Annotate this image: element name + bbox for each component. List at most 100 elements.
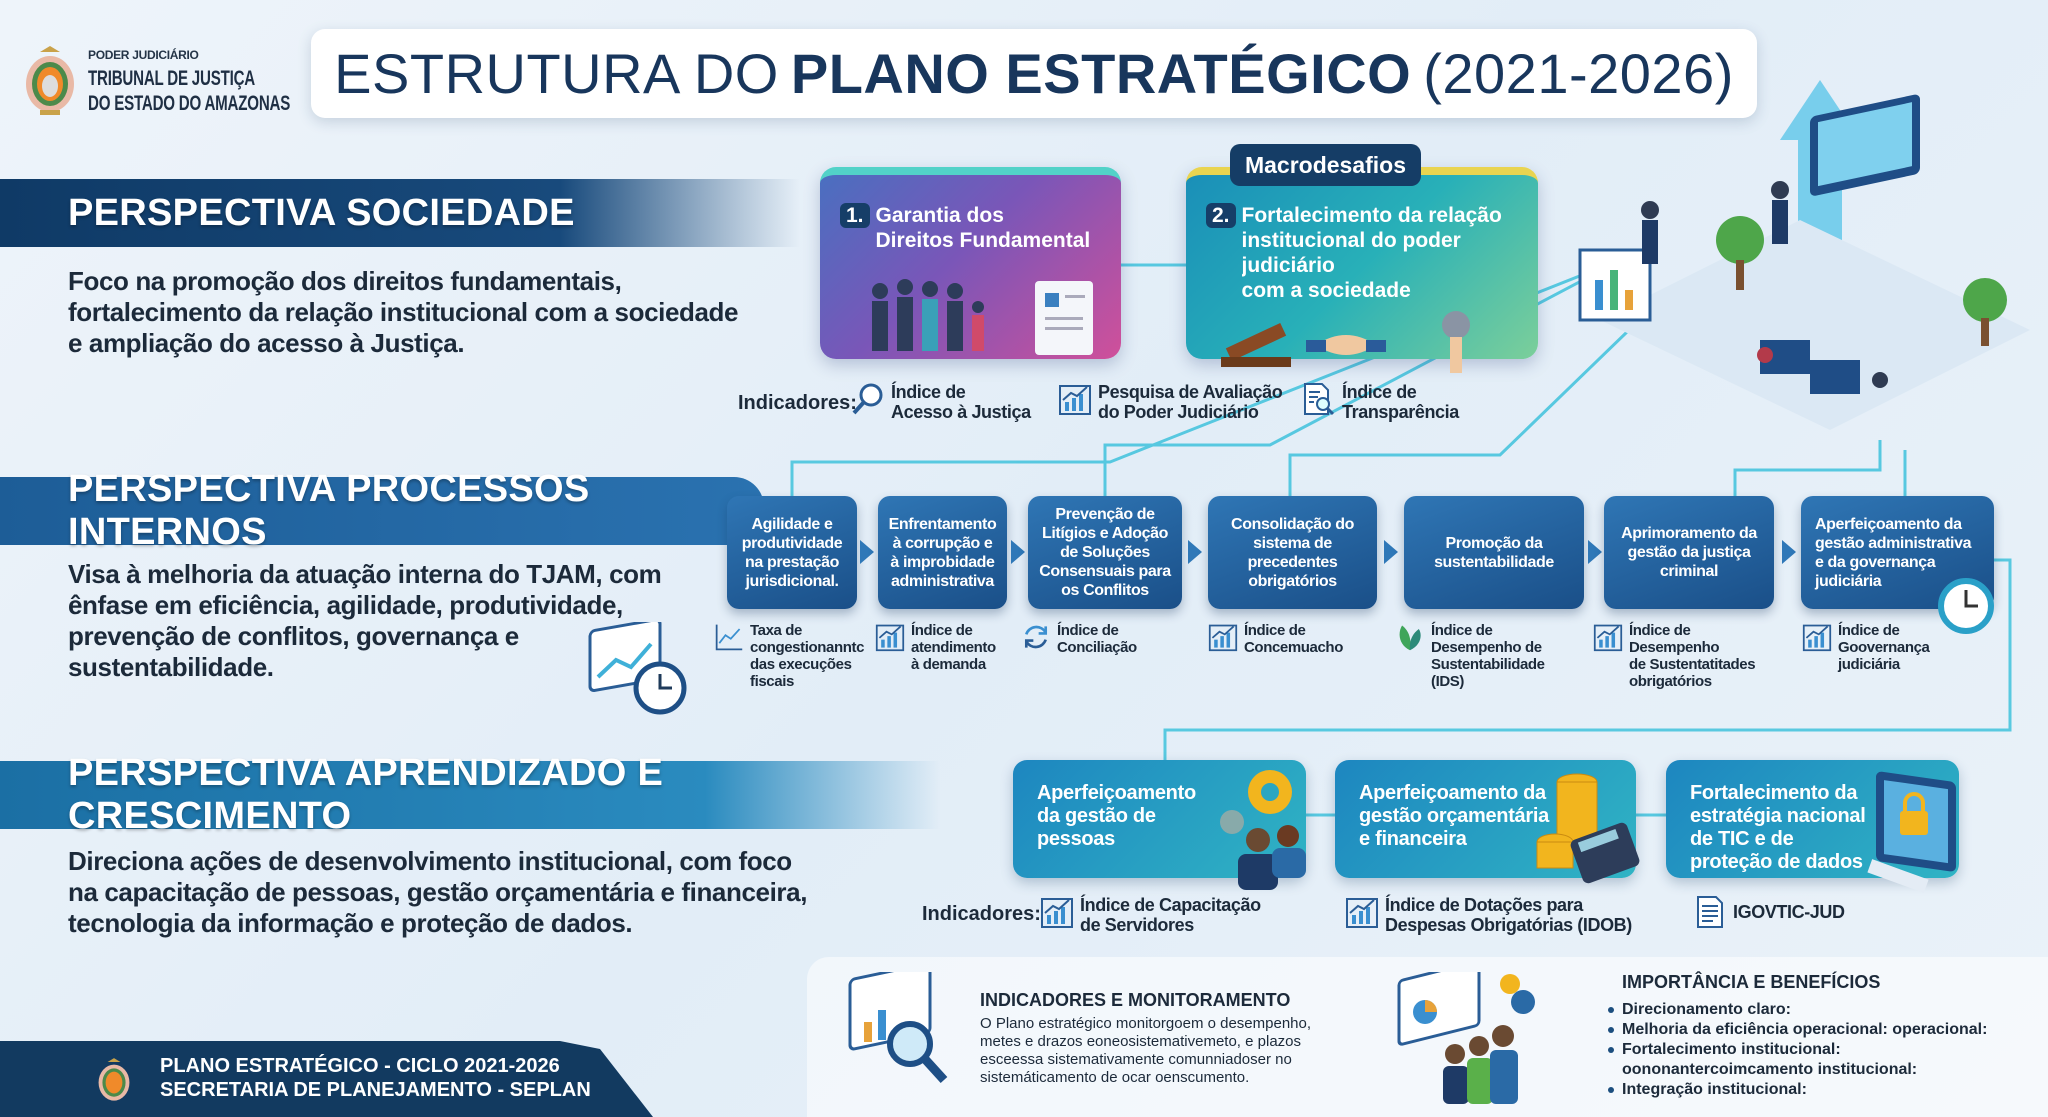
benefit-item: Fortalecimento institucional: oononanter… <box>1606 1040 1987 1080</box>
perspective-sociedade-header: PERSPECTIVA SOCIEDADE <box>0 179 800 247</box>
indicator-text: Índice de Conciliação <box>1057 622 1137 656</box>
org-subtitle: PODER JUDICIÁRIO <box>88 48 199 62</box>
indicator-text: Pesquisa de Avaliação do Poder Judiciári… <box>1098 382 1283 422</box>
monitoring-text: O Plano estratégico monitorgoem o desemp… <box>980 1015 1312 1086</box>
chart-icon <box>875 622 905 652</box>
title-regular: ESTRUTURA DO <box>334 42 779 105</box>
indicator-atendimento-demanda: Índice de atendimento à demanda <box>875 622 996 673</box>
indicator-igovtic: IGOVTIC-JUD <box>1693 895 1845 929</box>
macrodesafio-number: 1. <box>840 203 870 228</box>
magnifier-icon <box>851 382 885 416</box>
learning-objective-3: Fortalecimento da estratégia nacional de… <box>1666 760 1959 878</box>
indicator-text: Índice de Desempenho de Sustentatitades … <box>1629 622 1756 690</box>
indicator-text: IGOVTIC-JUD <box>1733 902 1845 922</box>
court-seal-logo <box>26 46 74 115</box>
people-gears-icon <box>1220 770 1306 890</box>
indicator-capacitacao: Índice de Capacitação de Servidores <box>1040 895 1261 935</box>
perspective-processos-header: PERSPECTIVA PROCESSOS INTERNOS <box>0 468 764 553</box>
aprendizado-indicators-label: Indicadores: <box>922 903 1041 925</box>
indicator-text: Índice de Capacitação de Servidores <box>1080 895 1261 935</box>
person-icon <box>1872 372 1888 388</box>
indicator-acesso-justica: Índice de Acesso à Justiça <box>851 382 1031 422</box>
arrow-icon <box>860 540 874 564</box>
strategy-illustration <box>1578 80 2030 430</box>
team-dashboard-icon <box>1397 972 1535 1104</box>
indicator-governanca: Índice de Goovernança judiciária <box>1802 622 1930 673</box>
macrodesafio-card-2: 2. Fortalecimento da relação institucion… <box>1186 167 1538 373</box>
monitoring-magnifier-icon <box>848 972 948 1084</box>
arrow-icon <box>1384 540 1398 564</box>
person-icon <box>1771 181 1789 199</box>
benefits-list: Direcionamento claro: Melhoria da eficiê… <box>1606 1000 1987 1100</box>
sociedade-description: Foco na promoção dos direitos fundamenta… <box>68 266 739 358</box>
chart-clock-icon <box>588 622 687 715</box>
process-objective-5: Promoção da sustentabilidade <box>1404 496 1584 609</box>
title-years: (2021-2026) <box>1423 42 1734 105</box>
indicator-text: Índice de Desempenho de Sustentabilidade… <box>1431 622 1545 690</box>
people-group-icon <box>872 279 1093 355</box>
footer-line-2: SECRETARIA DE PLANEJAMENTO - SEPLAN <box>160 1079 591 1101</box>
process-objective-3: Prevenção de Litígios e Adoção de Soluçõ… <box>1028 496 1182 609</box>
org-name: TRIBUNAL DE JUSTIÇA DO ESTADO DO AMAZONA… <box>88 67 291 115</box>
monitoring-title: INDICADORES E MONITORAMENTO <box>980 990 1291 1010</box>
sociedade-indicators-label: Indicadores: <box>738 392 857 414</box>
indicator-text: Índice de Acesso à Justiça <box>891 382 1031 422</box>
process-objective-2: Enfrentamento à corrupção e à improbidad… <box>878 496 1007 609</box>
aprendizado-description: Direciona ações de desenvolvimento insti… <box>68 846 808 938</box>
arrow-icon <box>1188 540 1202 564</box>
macrodesafio-text: Garantia dos Direitos Fundamental <box>875 204 1091 252</box>
computer-lock-icon <box>1867 771 1956 893</box>
cycle-icon <box>1021 622 1051 652</box>
indicator-concemuacho: Índice de Concemuacho <box>1208 622 1343 656</box>
perspective-aprendizado-header: PERSPECTIVA APRENDIZADO E CRESCIMENTO <box>0 752 940 837</box>
benefits-title: IMPORTÂNCIA E BENEFÍCIOS <box>1622 972 1881 992</box>
indicator-text: Índice de Goovernança judiciária <box>1838 622 1930 673</box>
macrodesafio-text: Fortalecimento da relação institucional … <box>1241 204 1502 302</box>
clock-icon <box>1938 578 1994 634</box>
indicator-idob: Índice de Dotações para Despesas Obrigat… <box>1345 895 1632 935</box>
macrodesafio-card-1: 1. Garantia dos Direitos Fundamental <box>820 167 1121 359</box>
indicator-taxa-congestionamento: Taxa de congestionanntc das execuções fi… <box>714 622 864 690</box>
indicator-text: Taxa de congestionanntc das execuções fi… <box>750 622 865 690</box>
processos-description: Visa à melhoria da atuação interna do TJ… <box>68 559 662 682</box>
benefit-item: Integração institucional: <box>1606 1080 1987 1100</box>
footer-text: PLANO ESTRATÉGICO - CICLO 2021-2026 SECR… <box>160 1054 591 1102</box>
document-search-icon <box>1302 382 1336 416</box>
chart-icon <box>1345 895 1379 929</box>
indicator-pesquisa-avaliacao: Pesquisa de Avaliação do Poder Judiciári… <box>1058 382 1283 422</box>
person-icon <box>1641 201 1659 219</box>
footer-line-1: PLANO ESTRATÉGICO - CICLO 2021-2026 <box>160 1055 560 1077</box>
benefit-item: Direcionamento claro: <box>1606 1000 1987 1020</box>
page-title: ESTRUTURA DO PLANO ESTRATÉGICO (2021-202… <box>311 29 1757 118</box>
title-bold: PLANO ESTRATÉGICO <box>790 42 1412 105</box>
tree-icon <box>1716 216 1764 264</box>
indicator-text: Índice de atendimento à demanda <box>911 622 996 673</box>
macrodesafio-number: 2. <box>1206 203 1236 228</box>
chart-icon <box>1593 622 1623 652</box>
coins-calculator-icon <box>1536 773 1640 884</box>
indicator-desempenho: Índice de Desempenho de Sustentatitades … <box>1593 622 1756 690</box>
gavel-handshake-microphone-icons <box>1221 311 1470 373</box>
chart-icon <box>1058 382 1092 416</box>
process-objective-6: Aprimoramento da gestão da justiça crimi… <box>1604 496 1774 609</box>
process-objective-1: Agilidade e produtividade na prestação j… <box>727 496 857 609</box>
person-icon <box>1757 347 1773 363</box>
indicator-text: Índice de Concemuacho <box>1244 622 1343 656</box>
chart-icon <box>1208 622 1238 652</box>
leaf-icon <box>1395 622 1425 652</box>
indicator-conciliacao: Índice de Conciliação <box>1021 622 1137 656</box>
line-chart-icon <box>714 622 744 652</box>
document-icon <box>1693 895 1727 929</box>
process-objective-7: Aperfeiçoamento da gestão administrativa… <box>1801 496 1994 609</box>
arrow-icon <box>1588 540 1602 564</box>
arrow-icon <box>1782 540 1796 564</box>
indicator-ids: Índice de Desempenho de Sustentabilidade… <box>1395 622 1545 690</box>
tree-icon <box>1963 278 2007 322</box>
indicator-text: Índice de Dotações para Despesas Obrigat… <box>1385 895 1632 935</box>
macrodesafios-label: Macrodesafios <box>1230 144 1421 186</box>
court-seal-logo <box>98 1058 130 1101</box>
arrow-icon <box>1011 540 1025 564</box>
benefit-item: Melhoria da eficiência operacional: oper… <box>1606 1020 1987 1040</box>
chart-icon <box>1040 895 1074 929</box>
